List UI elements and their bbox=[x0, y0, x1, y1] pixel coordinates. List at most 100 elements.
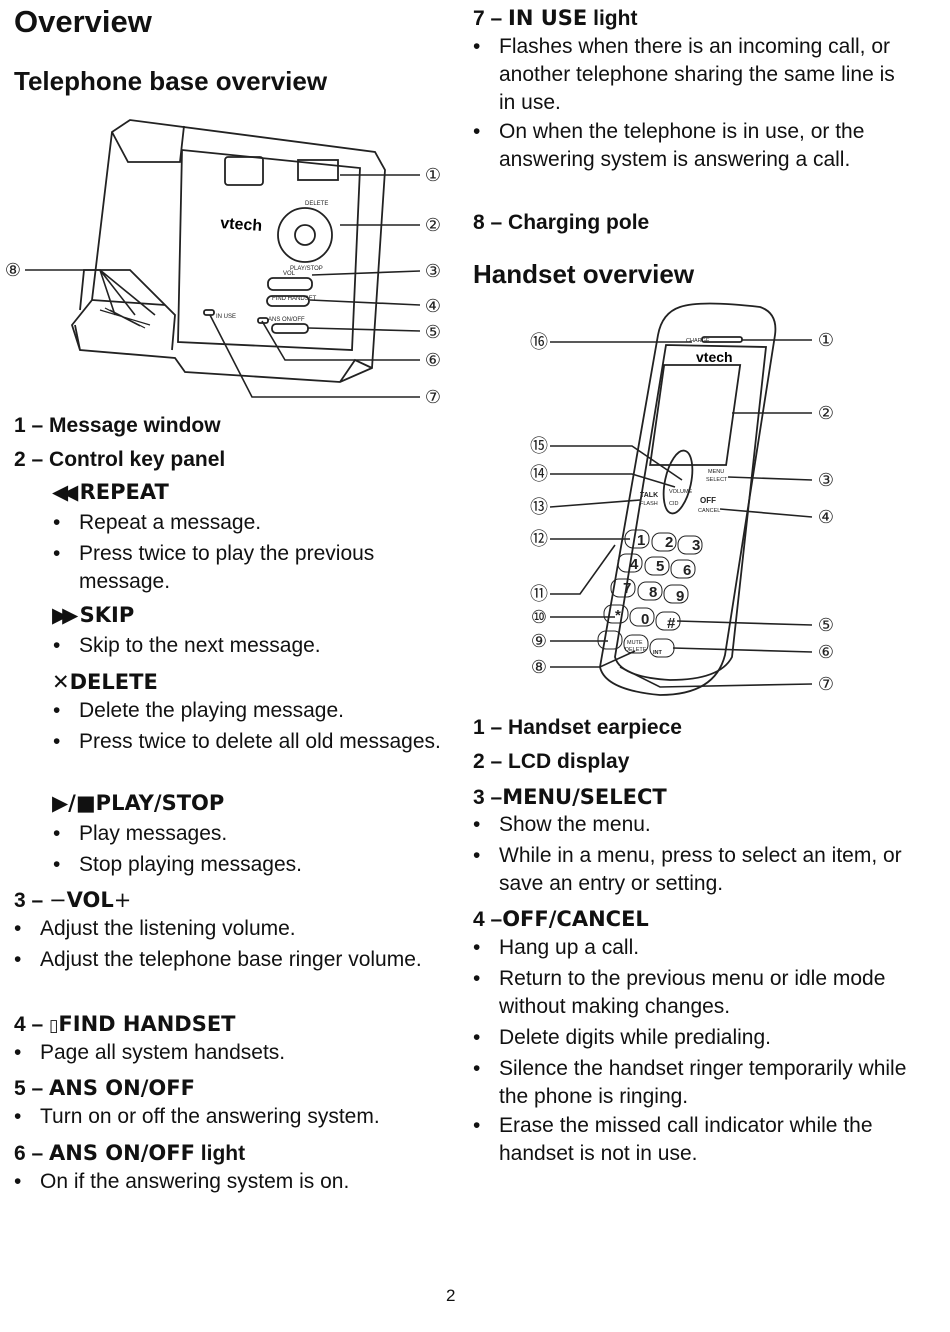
handset-brand: vtech bbox=[696, 349, 733, 365]
inuse-bullet-1: Flashes when there is an incoming call, … bbox=[473, 33, 914, 117]
delete-x-icon: ✕ bbox=[52, 670, 70, 694]
delete-bullet-1: Delete the playing message. bbox=[53, 697, 459, 725]
vol-bullet-2: Adjust the telephone base ringer volume. bbox=[14, 946, 430, 974]
handset-diagram: vtech CHARGE MENU SELECT TALK FLASH OFF … bbox=[530, 302, 834, 696]
svg-text:2: 2 bbox=[665, 534, 673, 551]
playstop-key-label: ▶/■PLAY/STOP bbox=[52, 791, 225, 815]
svg-text:⑧: ⑧ bbox=[5, 260, 21, 280]
skip-bullet-1: Skip to the next message. bbox=[53, 632, 459, 660]
svg-text:⑤: ⑤ bbox=[818, 615, 834, 635]
repeat-key-label: ◀◀ REPEAT bbox=[52, 480, 169, 504]
vol-bullet-1: Adjust the listening volume. bbox=[14, 915, 460, 943]
svg-text:③: ③ bbox=[818, 470, 834, 490]
svg-text:VOLUME: VOLUME bbox=[669, 489, 693, 495]
svg-text:FIND HANDSET: FIND HANDSET bbox=[272, 296, 317, 302]
svg-text:SELECT: SELECT bbox=[706, 477, 728, 483]
svg-text:MUTE: MUTE bbox=[627, 640, 643, 646]
page-number: 2 bbox=[446, 1286, 456, 1305]
svg-text:4: 4 bbox=[630, 556, 639, 573]
svg-text:8: 8 bbox=[649, 584, 657, 601]
svg-text:①: ① bbox=[425, 165, 441, 185]
base-item-6: 6 – ANS ON/OFF light bbox=[14, 1141, 246, 1165]
plus-icon: + bbox=[113, 888, 132, 912]
svg-text:⑥: ⑥ bbox=[818, 642, 834, 662]
base-heading: Telephone base overview bbox=[14, 66, 328, 96]
minus-icon: − bbox=[49, 888, 67, 912]
svg-text:OFF: OFF bbox=[700, 496, 716, 505]
base-item-8: 8 – Charging pole bbox=[473, 211, 650, 234]
base-item-4: 4 – ▯FIND HANDSET bbox=[14, 1012, 236, 1036]
base-brand: vtech bbox=[220, 215, 263, 235]
handset-item-4: 4 –OFF/CANCEL bbox=[473, 907, 649, 931]
svg-text:#: # bbox=[667, 615, 676, 632]
repeat-bullet-2: Press twice to play the previous message… bbox=[53, 540, 459, 596]
handset-item-2: 2 – LCD display bbox=[473, 750, 630, 773]
ans-bullet-1: Turn on or off the answering system. bbox=[14, 1103, 470, 1131]
svg-text:②: ② bbox=[425, 215, 441, 235]
svg-text:7: 7 bbox=[623, 580, 631, 597]
svg-text:IN USE: IN USE bbox=[216, 314, 236, 320]
svg-text:3: 3 bbox=[692, 537, 700, 554]
skip-key-label: ▶▶ SKIP bbox=[52, 603, 135, 627]
svg-text:5: 5 bbox=[656, 558, 664, 575]
svg-text:⑪: ⑪ bbox=[530, 584, 548, 604]
svg-text:②: ② bbox=[818, 403, 834, 423]
off-bullet-5: Erase the missed call indicator while th… bbox=[473, 1112, 919, 1168]
base-item-7: 7 – IN USE light bbox=[473, 6, 638, 30]
base-item-1: 1 – Message window bbox=[14, 414, 221, 437]
page-title: Overview bbox=[14, 4, 152, 39]
svg-text:ANS ON/OFF: ANS ON/OFF bbox=[268, 317, 305, 323]
svg-text:1: 1 bbox=[637, 532, 645, 549]
playstop-bullet-2: Stop playing messages. bbox=[53, 851, 459, 879]
svg-text:①: ① bbox=[818, 330, 834, 350]
svg-text:⑦: ⑦ bbox=[818, 674, 834, 694]
off-bullet-3: Delete digits while predialing. bbox=[473, 1024, 919, 1052]
delete-bullet-2: Press twice to delete all old messages. bbox=[53, 728, 459, 756]
delete-key-label: ✕DELETE bbox=[52, 670, 158, 694]
menu-bullet-1: Show the menu. bbox=[473, 811, 919, 839]
handset-heading: Handset overview bbox=[473, 259, 695, 289]
svg-text:DELETE: DELETE bbox=[305, 201, 328, 207]
svg-text:MENU: MENU bbox=[708, 469, 724, 475]
off-bullet-2: Return to the previous menu or idle mode… bbox=[473, 965, 919, 1021]
off-bullet-4: Silence the handset ringer temporarily w… bbox=[473, 1055, 919, 1111]
svg-text:6: 6 bbox=[683, 562, 691, 579]
find-bullet-1: Page all system handsets. bbox=[14, 1039, 460, 1067]
handset-item-1: 1 – Handset earpiece bbox=[473, 716, 682, 739]
playstop-bullet-1: Play messages. bbox=[53, 820, 459, 848]
skip-icon: ▶▶ bbox=[52, 603, 78, 627]
svg-text:CID: CID bbox=[669, 501, 679, 507]
svg-text:⑮: ⑮ bbox=[530, 436, 548, 456]
off-bullet-1: Hang up a call. bbox=[473, 934, 919, 962]
telephone-base-diagram: vtech DELETE PLAY/STOP VOL FIND HANDSET … bbox=[5, 119, 441, 407]
svg-text:9: 9 bbox=[676, 588, 684, 605]
base-item-3: 3 – −VOL+ bbox=[14, 888, 132, 912]
svg-text:PLAY/STOP: PLAY/STOP bbox=[290, 266, 323, 272]
svg-text:0: 0 bbox=[641, 611, 649, 628]
svg-text:④: ④ bbox=[818, 507, 834, 527]
play-stop-icon: ▶/■ bbox=[52, 791, 96, 815]
svg-text:⑦: ⑦ bbox=[425, 387, 441, 407]
base-item-5: 5 – ANS ON/OFF bbox=[14, 1076, 195, 1100]
svg-text:⑩: ⑩ bbox=[531, 607, 547, 627]
inuse-bullet-2: On when the telephone is in use, or the … bbox=[473, 118, 914, 174]
svg-text:CANCEL: CANCEL bbox=[698, 508, 720, 514]
svg-text:⑤: ⑤ bbox=[425, 322, 441, 342]
base-item-2: 2 – Control key panel bbox=[14, 448, 226, 471]
svg-text:TALK: TALK bbox=[640, 492, 658, 499]
svg-text:⑧: ⑧ bbox=[531, 657, 547, 677]
handset-item-3: 3 –MENU/SELECT bbox=[473, 785, 667, 809]
svg-text:⑭: ⑭ bbox=[530, 464, 548, 484]
svg-text:⑥: ⑥ bbox=[425, 350, 441, 370]
svg-text:⑬: ⑬ bbox=[530, 497, 548, 517]
svg-text:⑯: ⑯ bbox=[530, 332, 548, 352]
svg-text:VOL: VOL bbox=[283, 271, 296, 277]
svg-text:③: ③ bbox=[425, 261, 441, 281]
svg-text:④: ④ bbox=[425, 296, 441, 316]
svg-text:⑫: ⑫ bbox=[530, 529, 548, 549]
anslight-bullet-1: On if the answering system is on. bbox=[14, 1168, 460, 1196]
handset-icon: ▯ bbox=[49, 1016, 59, 1036]
repeat-icon: ◀◀ bbox=[52, 480, 78, 504]
repeat-bullet-1: Repeat a message. bbox=[53, 509, 459, 537]
svg-text:INT: INT bbox=[653, 650, 663, 656]
